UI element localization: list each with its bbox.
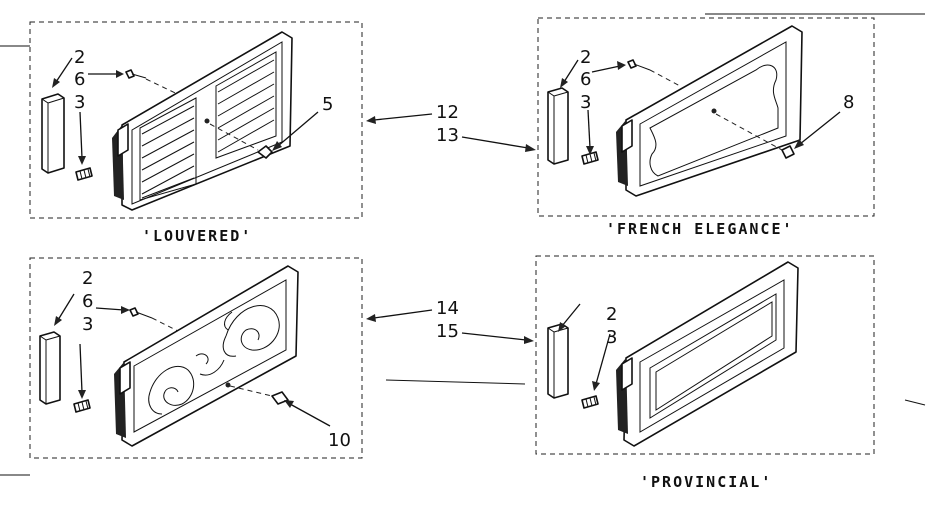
louvered-panel-part (112, 31, 293, 211)
callout-label: 3 (82, 314, 93, 335)
panel-provincial-frame (535, 255, 875, 455)
decorative-panel-part (114, 265, 299, 447)
panel-caption: 'LOUVERED' (142, 227, 252, 245)
knob-part (209, 123, 273, 159)
callout-label: 13 (436, 125, 459, 146)
panel-louvered: 2 6 3 5 'LOUVERED' (29, 21, 363, 245)
center-callouts-bottom: 14 15 (366, 298, 534, 344)
screw-part (581, 395, 599, 409)
panel-french-elegance-frame (537, 17, 875, 217)
center-callouts-top: 12 13 (366, 102, 536, 152)
callout-label: 15 (436, 321, 459, 342)
knob-part (229, 385, 289, 405)
scan-marks (0, 13, 926, 476)
french-elegance-panel-part (616, 25, 803, 197)
callout-label: 5 (322, 94, 333, 115)
screw-part (75, 167, 93, 181)
screw-part (125, 69, 147, 79)
callout-label: 2 (580, 47, 591, 68)
end-cap-part (547, 323, 569, 399)
callout-label: 3 (606, 327, 617, 348)
callout-label: 6 (580, 69, 591, 90)
panel-caption: 'FRENCH ELEGANCE' (606, 220, 794, 238)
panel-decorative: 2 6 3 10 (29, 257, 363, 459)
callout-label: 10 (328, 430, 351, 451)
end-cap-part (39, 331, 61, 405)
panel-caption: 'PROVINCIAL' (640, 473, 772, 491)
end-cap-part (547, 87, 569, 165)
screw-part (129, 307, 153, 319)
panel-louvered-frame (29, 21, 363, 219)
screw-part (627, 59, 651, 71)
callout-label: 6 (82, 291, 93, 312)
callout-label: 3 (580, 92, 591, 113)
callout-label: 2 (74, 47, 85, 68)
callout-label: 2 (606, 304, 617, 325)
callout-label: 14 (436, 298, 459, 319)
callout-label: 8 (843, 92, 854, 113)
panel-french-elegance: 2 6 3 8 'FRENCH ELEGANCE' (537, 17, 875, 238)
provincial-panel-part (616, 261, 799, 447)
screw-part (581, 151, 599, 165)
callout-label: 6 (74, 69, 85, 90)
callout-label: 2 (82, 268, 93, 289)
knob-part (715, 113, 795, 159)
panel-provincial: 2 3 'PROVINCIAL' (535, 255, 875, 491)
screw-part (73, 399, 91, 413)
callout-label: 12 (436, 102, 459, 123)
panel-decorative-frame (29, 257, 363, 459)
callout-label: 3 (74, 92, 85, 113)
end-cap-part (41, 93, 65, 174)
